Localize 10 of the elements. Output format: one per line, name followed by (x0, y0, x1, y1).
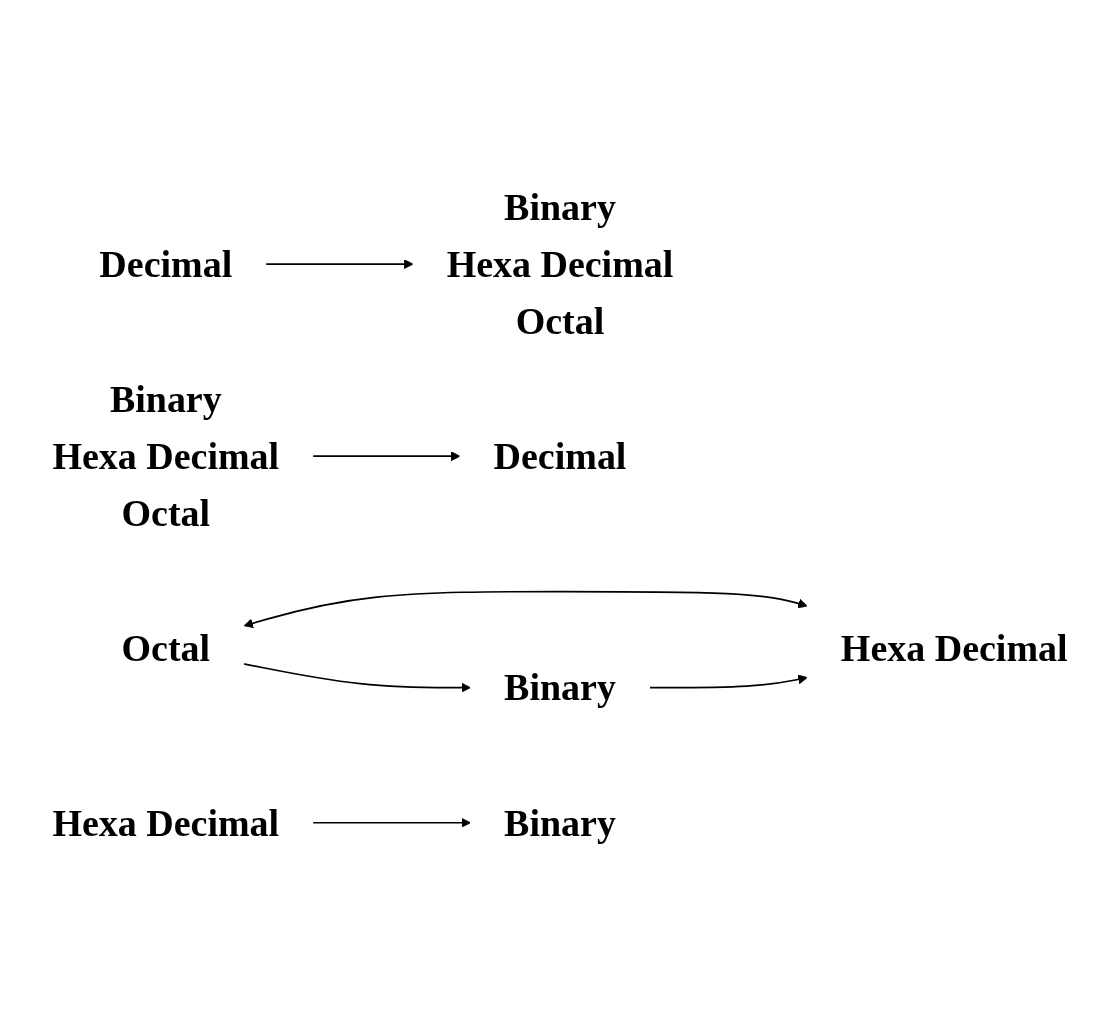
node-text: Binary (504, 801, 616, 843)
node-text: Decimal (493, 435, 627, 477)
node-text: Octal (121, 627, 211, 669)
node-text: Binary Hexa Decimal Octal (446, 186, 674, 342)
arrow (243, 590, 808, 628)
node-text: Binary Hexa Decimal Octal (52, 378, 280, 534)
node-text: Decimal (99, 242, 233, 285)
node-text: Binary (504, 666, 616, 708)
node-text: Hexa Decimal (52, 801, 280, 843)
node-text: Hexa Decimal (840, 627, 1068, 669)
